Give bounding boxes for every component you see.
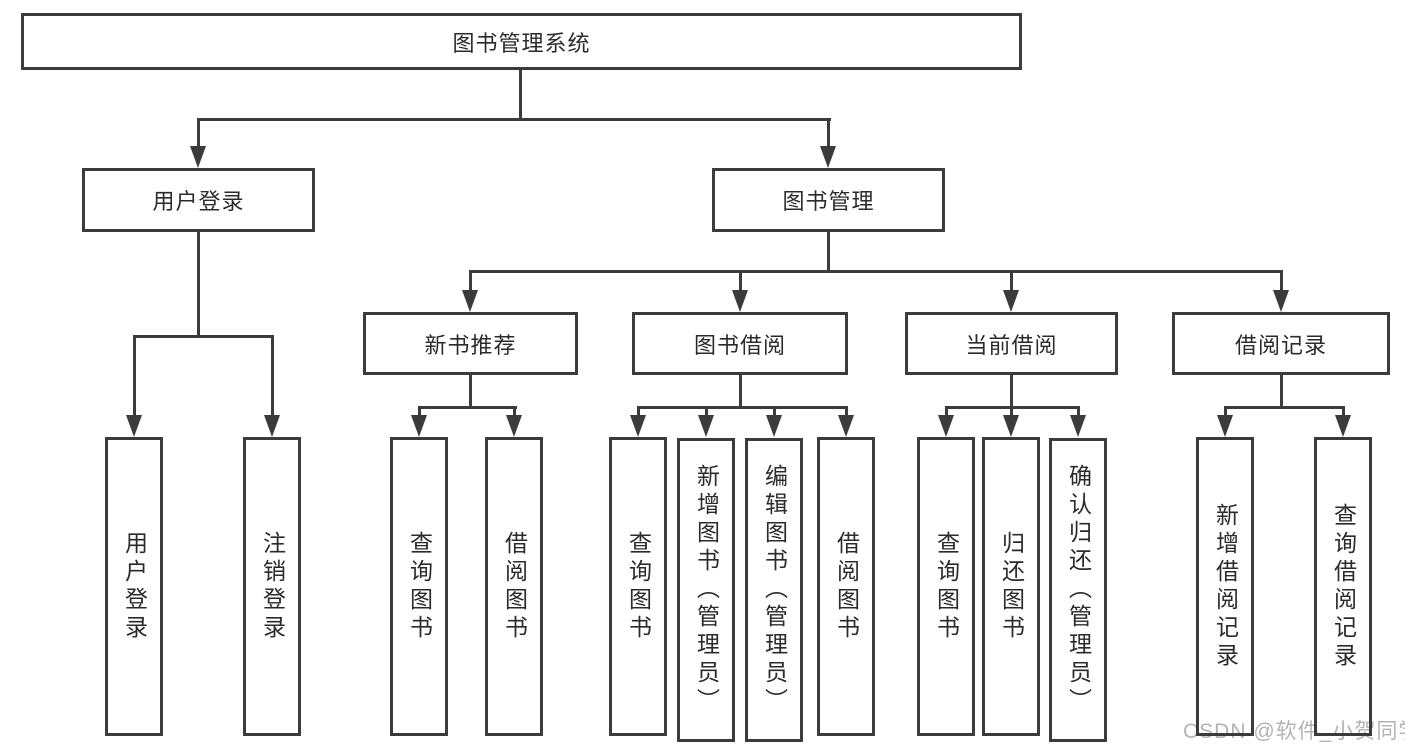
node-book-management: 图书管理 (712, 168, 945, 232)
connector-line (845, 406, 848, 419)
leaf-confirm-return-admin: 确认归还（管理员） (1049, 438, 1107, 742)
leaf-add-books-admin: 新增图书（管理员） (677, 438, 735, 742)
node-label: 归还图书 (998, 530, 1025, 643)
leaf-logout: 注销登录 (243, 437, 301, 736)
connector-line (705, 406, 708, 419)
arrow-down-icon (766, 415, 782, 437)
arrow-down-icon (938, 415, 954, 437)
node-borrowing-records: 借阅记录 (1172, 312, 1390, 375)
leaf-borrow-books-new: 借阅图书 (485, 437, 543, 736)
node-label: 图书管理系统 (452, 30, 591, 56)
node-new-book-recommendation: 新书推荐 (363, 312, 578, 375)
connector-line (133, 335, 274, 338)
connector-line (1010, 270, 1013, 294)
node-label: 图书借阅 (693, 332, 786, 358)
csdn-watermark: CSDN @软件_小贺同学 (1183, 720, 1405, 743)
arrow-down-icon (1217, 415, 1233, 437)
leaf-query-books-new: 查询图书 (390, 437, 448, 736)
connector-line (418, 406, 421, 419)
arrow-down-icon (1335, 415, 1351, 437)
leaf-user-login: 用户登录 (105, 437, 163, 736)
connector-line (469, 270, 472, 294)
leaf-borrow-books: 借阅图书 (817, 437, 875, 736)
arrow-down-icon (732, 290, 748, 312)
connector-line (1224, 406, 1345, 409)
connector-line (637, 406, 640, 419)
connector-line (1280, 270, 1283, 294)
leaf-query-borrow-record: 查询借阅记录 (1314, 437, 1372, 736)
node-book-borrowing: 图书借阅 (632, 312, 848, 375)
connector-line (197, 118, 831, 121)
connector-line (773, 406, 776, 419)
node-label: 编辑图书（管理员） (761, 464, 788, 716)
connector-line (519, 70, 522, 118)
arrow-down-icon (1070, 415, 1086, 437)
connector-line (637, 406, 848, 409)
connector-line (1342, 406, 1345, 419)
leaf-return-books: 归还图书 (982, 437, 1040, 736)
node-label: 图书管理 (782, 189, 875, 214)
node-label: 查询图书 (933, 530, 960, 643)
arrow-down-icon (698, 415, 714, 437)
node-library-management-system: 图书管理系统 (21, 13, 1022, 70)
connector-line (418, 406, 517, 409)
leaf-query-books-borrow: 查询图书 (609, 437, 667, 736)
arrow-down-icon (1003, 290, 1019, 312)
connector-line (469, 375, 472, 409)
node-label: 新增借阅记录 (1212, 502, 1239, 671)
node-label: 查询借阅记录 (1330, 502, 1357, 671)
leaf-add-borrow-record: 新增借阅记录 (1196, 437, 1254, 736)
node-label: 借阅记录 (1234, 332, 1327, 358)
node-label: 查询图书 (625, 530, 652, 643)
node-label: 确认归还（管理员） (1065, 464, 1092, 716)
connector-line (1010, 375, 1013, 409)
leaf-edit-books-admin: 编辑图书（管理员） (745, 438, 803, 742)
node-label: 当前借阅 (965, 332, 1058, 358)
connector-line (197, 232, 200, 338)
arrow-down-icon (190, 146, 206, 168)
arrow-down-icon (820, 146, 836, 168)
arrow-down-icon (462, 290, 478, 312)
arrow-down-icon (411, 415, 427, 437)
connector-line (739, 375, 742, 409)
arrow-down-icon (1273, 290, 1289, 312)
node-label: 用户登录 (121, 530, 148, 643)
connector-line (1224, 406, 1227, 419)
arrow-down-icon (1003, 415, 1019, 437)
connector-line (827, 232, 830, 273)
connector-line (469, 270, 1282, 273)
arrow-down-icon (630, 415, 646, 437)
connector-line (1280, 375, 1283, 409)
connector-line (271, 335, 274, 417)
node-label: 注销登录 (259, 530, 286, 643)
arrow-down-icon (506, 415, 522, 437)
node-label: 新增图书（管理员） (693, 464, 720, 716)
connector-line (513, 406, 516, 419)
node-user-login: 用户登录 (82, 168, 315, 232)
connector-line (827, 118, 830, 150)
connector-line (133, 335, 136, 417)
node-label: 借阅图书 (501, 530, 528, 643)
connector-line (739, 270, 742, 294)
node-label: 新书推荐 (424, 332, 517, 358)
node-label: 用户登录 (152, 189, 245, 214)
arrow-down-icon (838, 415, 854, 437)
arrow-down-icon (126, 415, 142, 437)
connector-line (1010, 406, 1013, 419)
node-label: 借阅图书 (833, 530, 860, 643)
leaf-query-books-current: 查询图书 (917, 437, 975, 736)
node-label: 查询图书 (406, 530, 433, 643)
connector-line (197, 118, 200, 150)
connector-line (945, 406, 948, 419)
node-current-borrowing: 当前借阅 (905, 312, 1118, 375)
arrow-down-icon (264, 415, 280, 437)
connector-line (1077, 406, 1080, 419)
